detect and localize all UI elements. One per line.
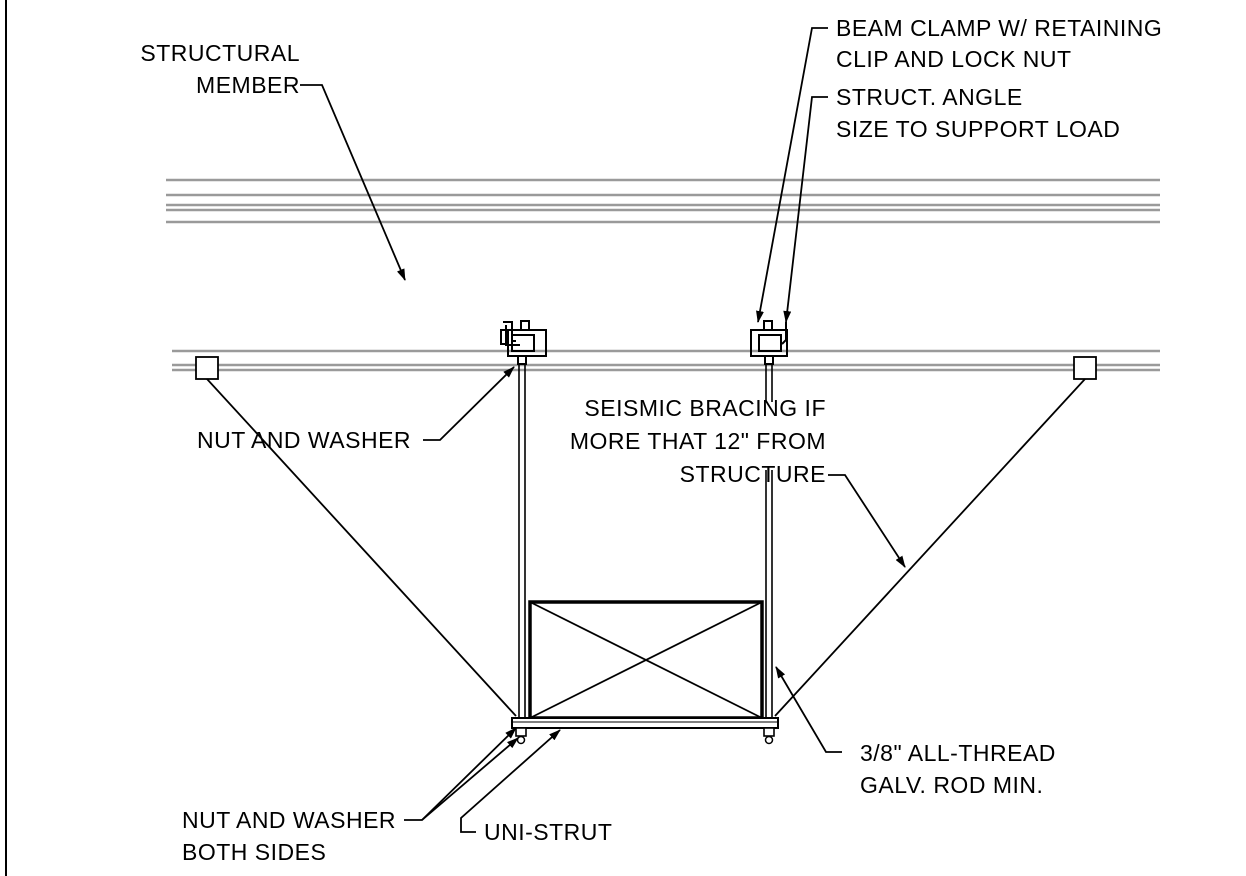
leader-seismic	[828, 474, 906, 568]
leader-structural-member	[300, 84, 406, 281]
rod-left	[518, 364, 526, 718]
seismic-brace-right	[774, 378, 1086, 717]
leader-nut-washer-both-1	[404, 727, 517, 821]
supported-equipment	[528, 600, 764, 720]
angle-square-right	[1073, 356, 1097, 380]
label-uni-strut: UNI-STRUT	[484, 819, 612, 845]
label-nut-washer: NUT AND WASHER	[197, 427, 411, 453]
leader-struct-angle	[783, 96, 828, 323]
label-structural-member-2: MEMBER	[196, 72, 300, 98]
seismic-brace-left	[206, 378, 517, 717]
label-seismic-3: STRUCTURE	[680, 461, 826, 487]
label-all-thread-1: 3/8" ALL-THREAD	[860, 740, 1056, 766]
rod-right	[765, 364, 773, 718]
label-struct-angle-2: SIZE TO SUPPORT LOAD	[836, 116, 1120, 142]
upper-structural-member	[166, 178, 1160, 224]
leader-nut-washer	[423, 366, 515, 441]
label-structural-member-1: STRUCTURAL	[140, 40, 300, 66]
leader-uni-strut	[460, 729, 561, 833]
label-nut-washer-both-1: NUT AND WASHER	[182, 807, 396, 833]
beam-clamp-left	[500, 320, 547, 365]
leader-all-thread	[775, 666, 842, 753]
uni-strut-channel	[511, 717, 779, 745]
label-all-thread-2: GALV. ROD MIN.	[860, 772, 1043, 798]
label-struct-angle-1: STRUCT. ANGLE	[836, 84, 1023, 110]
label-beam-clamp-2: CLIP AND LOCK NUT	[836, 46, 1072, 72]
angle-square-left	[195, 356, 219, 380]
beam-clamp-right	[750, 320, 788, 365]
label-beam-clamp-1: BEAM CLAMP W/ RETAINING	[836, 15, 1162, 41]
label-seismic-1: SEISMIC BRACING IF	[584, 395, 826, 421]
label-seismic-2: MORE THAT 12" FROM	[570, 428, 826, 454]
leader-nut-washer-both-2	[421, 737, 519, 821]
label-nut-washer-both-2: BOTH SIDES	[182, 839, 326, 865]
lower-structural-member	[172, 349, 1160, 372]
leader-beam-clamp	[756, 27, 828, 323]
